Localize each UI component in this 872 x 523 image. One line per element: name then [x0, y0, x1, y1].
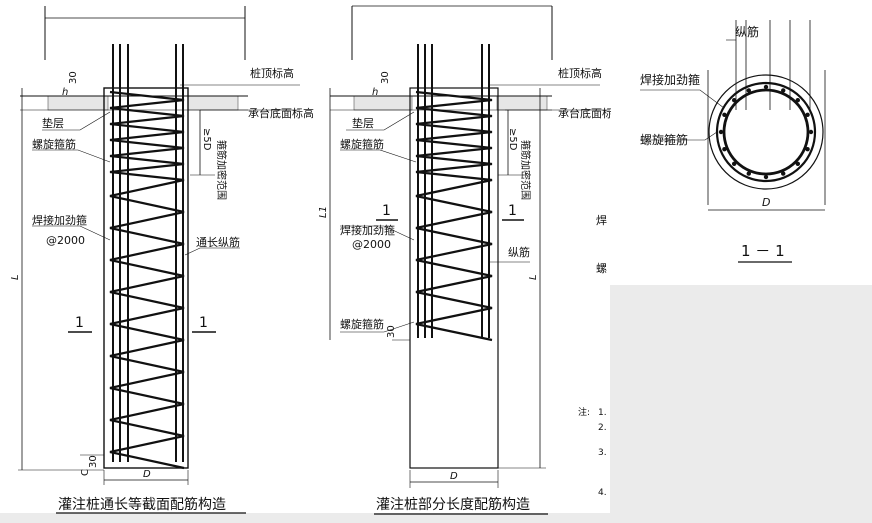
longitudinal-bar-dot	[731, 97, 737, 103]
section-labels: 纵筋 焊接加劲箍 螺旋箍筋 D 1 － 1	[640, 24, 792, 263]
left-drawing-title: 灌注桩通长等截面配筋构造	[58, 496, 226, 513]
middle-drawing-title: 灌注桩部分长度配筋构造	[376, 496, 530, 513]
note-num-2: 2.	[598, 423, 607, 433]
section-stiffener-label: 焊接加劲箍	[640, 72, 700, 87]
dim-L-mid: L	[528, 274, 539, 280]
longitudinal-bar-dot	[722, 112, 727, 117]
spiral-stirrup	[415, 90, 493, 342]
dim-30-top: 30	[68, 71, 79, 84]
dim-30-top-mid: 30	[380, 71, 391, 84]
dim-30-bottom: 30	[88, 455, 99, 468]
left-labels: 桩顶标高 承台底面标高 垫层 螺旋箍筋 焊接加劲箍 @2000 通长纵筋 箍筋加…	[10, 66, 314, 514]
partial-label-1: 焊	[596, 213, 607, 227]
longitudinal-bar-dot	[763, 174, 769, 180]
longitudinal-bar-dot	[718, 129, 724, 135]
section-panel	[611, 0, 872, 285]
long-bar-label-mid: 纵筋	[508, 245, 530, 259]
pile-top-label: 桩顶标高	[250, 66, 294, 80]
dim-30-mid: 30	[386, 325, 397, 338]
longitudinal-bar-dot	[781, 88, 786, 93]
dim-D: D	[143, 469, 151, 480]
dim-L: L	[10, 274, 21, 280]
section-mark-left-mid: 1	[382, 203, 391, 219]
longitudinal-bar-dot	[763, 84, 769, 90]
note-num-1: 1.	[598, 408, 607, 418]
longitudinal-bar-dot	[808, 129, 814, 135]
stiffener-spacing-label: @2000	[46, 234, 85, 247]
cushion-label: 垫层	[42, 116, 64, 130]
middle-pile-drawing	[329, 5, 610, 488]
longitudinal-bar-dot	[795, 97, 801, 103]
section-dim-D: D	[762, 196, 770, 209]
middle-labels: 桩顶标高 承台底面标高 垫层 螺旋箍筋 焊接加劲箍 @2000 螺旋箍筋 纵筋 …	[318, 66, 624, 515]
five-d-label: ≥5D	[201, 128, 212, 151]
dense-zone-label-mid: 箍筋加密范围	[519, 140, 532, 200]
longitudinal-bar-dot	[722, 147, 727, 152]
partial-label-2: 螺	[596, 262, 607, 275]
five-d-label-mid: ≥5D	[507, 128, 518, 151]
pile-top-label-mid: 桩顶标高	[558, 66, 602, 80]
note-label: 注:	[578, 406, 590, 418]
dim-c: C	[80, 469, 91, 476]
spiral-label-mid-2: 螺旋箍筋	[340, 317, 384, 331]
spiral-label-mid: 螺旋箍筋	[340, 137, 384, 151]
section-mark-right-mid: 1	[508, 203, 517, 219]
stiffener-spacing-label-mid: @2000	[352, 238, 391, 251]
notes-fragment: 注: 1. 2. 3. 4. 焊 螺	[578, 213, 607, 498]
longitudinal-bar-dot	[731, 161, 737, 167]
note-num-3: 3.	[598, 448, 607, 458]
spiral-label: 螺旋箍筋	[32, 137, 76, 151]
section-mark-left: 1	[75, 315, 84, 331]
left-pile-drawing	[18, 6, 300, 485]
longitudinal-bar-dot	[746, 88, 751, 93]
grey-background-right	[610, 285, 872, 523]
section-long-bar-label: 纵筋	[735, 24, 759, 39]
dense-zone-label: 箍筋加密范围	[215, 140, 228, 200]
section-title: 1 － 1	[741, 242, 785, 260]
cushion-label-mid: 垫层	[352, 116, 374, 130]
section-1-1-drawing	[640, 20, 826, 211]
dim-h: h	[62, 87, 68, 98]
dim-h-mid: h	[372, 87, 378, 98]
stiffener-label: 焊接加劲箍	[32, 213, 87, 227]
note-num-4: 4.	[598, 488, 607, 498]
dim-D-mid: D	[450, 471, 458, 482]
cap-bottom-label-mid: 承台底面标高	[558, 106, 624, 120]
longitudinal-bar-dot	[805, 112, 810, 117]
longitudinal-bar-dot	[805, 147, 810, 152]
full-long-bar-label: 通长纵筋	[196, 235, 240, 249]
cap-bottom-label: 承台底面标高	[248, 106, 314, 120]
longitudinal-bar-dot	[746, 171, 751, 176]
longitudinal-bar-dot	[795, 161, 801, 167]
stiffener-label-mid: 焊接加劲箍	[340, 223, 395, 237]
section-mark-right: 1	[199, 315, 208, 331]
section-spiral-label: 螺旋箍筋	[640, 132, 688, 147]
spiral-stirrup	[109, 90, 185, 470]
grey-background-bottom	[0, 513, 872, 523]
longitudinal-bar-dot	[781, 171, 786, 176]
dim-L1: L1	[318, 206, 329, 218]
